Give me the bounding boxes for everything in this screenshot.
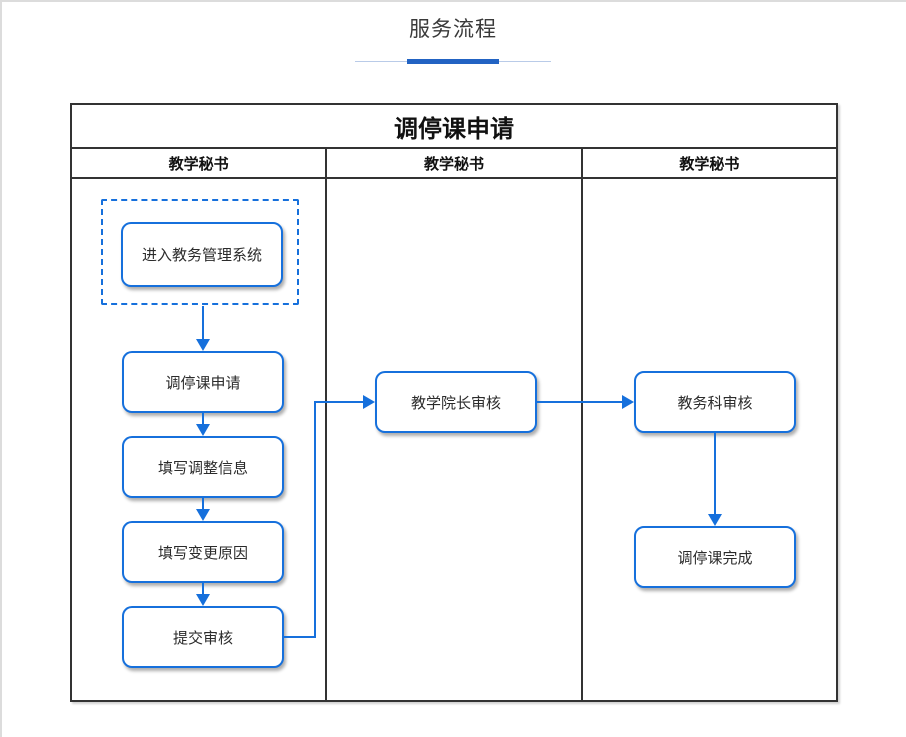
lane-header-row: 教学秘书 教学秘书 教学秘书 [72, 149, 836, 179]
lane-2 [325, 179, 580, 700]
node-enter-system: 进入教务管理系统 [121, 222, 283, 287]
lane-header-1: 教学秘书 [168, 155, 229, 173]
node-dean-review: 教学院长审核 [375, 371, 537, 433]
page-title: 服务流程 [409, 18, 497, 41]
start-group-dashed-box [101, 199, 299, 305]
node-fill-adjust-info: 填写调整信息 [122, 436, 284, 498]
title-underline-thick [407, 59, 499, 64]
node-complete: 调停课完成 [634, 526, 796, 588]
node-class-adjust-apply: 调停课申请 [122, 351, 284, 413]
node-submit-review: 提交审核 [122, 606, 284, 668]
lane-header-3: 教学秘书 [580, 149, 836, 177]
page-edge-top [0, 0, 906, 2]
lane-3 [580, 179, 836, 700]
flowchart-title: 调停课申请 [72, 105, 836, 149]
node-academic-office-review: 教务科审核 [634, 371, 796, 433]
page-edge-left [0, 0, 2, 737]
lane-header-2: 教学秘书 [325, 149, 580, 177]
title-underline [355, 59, 551, 65]
node-fill-change-reason: 填写变更原因 [122, 521, 284, 583]
